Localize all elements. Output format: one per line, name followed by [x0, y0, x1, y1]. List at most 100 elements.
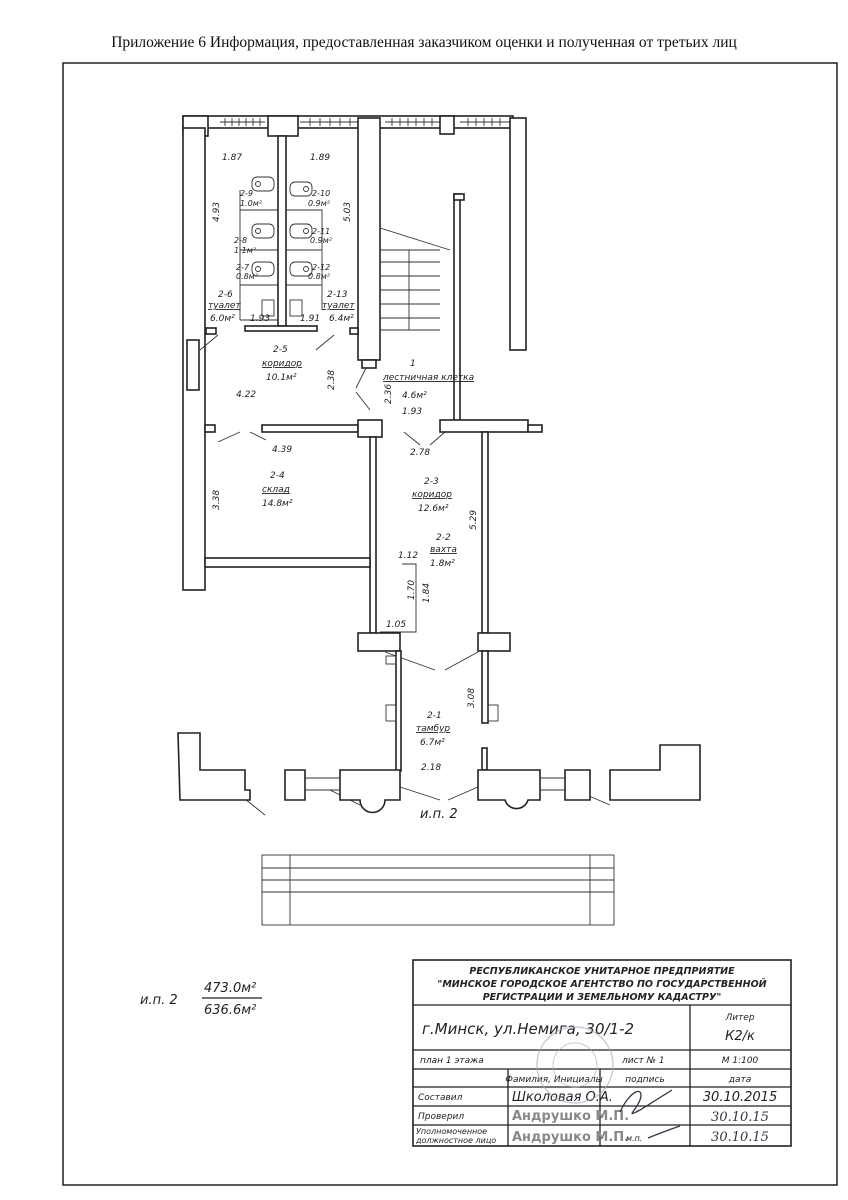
entrance-steps	[261, 854, 615, 926]
svg-text:К2/к: К2/к	[725, 1029, 755, 1044]
address: г.Минск, ул.Немига, 30/1-2	[422, 1020, 634, 1038]
official-stamp	[536, 1026, 614, 1104]
svg-text:6.4м²: 6.4м²	[329, 314, 354, 324]
svg-text:2-5: 2-5	[273, 345, 288, 355]
svg-text:6.0м²: 6.0м²	[210, 314, 235, 324]
svg-text:2-4: 2-4	[270, 471, 285, 481]
svg-text:2.36: 2.36	[384, 384, 394, 404]
cabin-labels: 2-91.0м² 2-81.1м² 2-70.8м² 2-100.9м² 2-1…	[234, 189, 333, 281]
svg-text:0.9м²: 0.9м²	[308, 199, 331, 208]
svg-text:1.93: 1.93	[250, 314, 270, 324]
room-2-3: 2-3 коридор 12.6м²	[412, 477, 452, 514]
svg-text:1.0м²: 1.0м²	[240, 199, 263, 208]
svg-text:30.10.15: 30.10.15	[711, 1110, 769, 1125]
svg-text:1.70: 1.70	[407, 580, 417, 600]
entrance-label: и.п. 2	[420, 807, 458, 822]
svg-text:м.п.: м.п.	[626, 1134, 642, 1143]
document-header: Приложение 6 Информация, предоставленная…	[111, 34, 737, 51]
svg-text:Андрушко М.П.: Андрушко М.П.	[512, 1109, 629, 1124]
svg-text:Фамилия, Инициалы: Фамилия, Инициалы	[505, 1075, 602, 1085]
svg-text:2-2: 2-2	[436, 533, 451, 543]
svg-text:коридор: коридор	[412, 490, 452, 500]
svg-text:2-7: 2-7	[236, 263, 250, 272]
svg-text:вахта: вахта	[430, 545, 457, 555]
toilet-fixtures	[251, 176, 313, 317]
svg-text:10.1м²: 10.1м²	[266, 373, 297, 383]
dimension-labels: 1.87 1.89 4.93 5.03 1.93 1.91 4.22 2.38 …	[212, 153, 479, 773]
svg-text:3.38: 3.38	[212, 490, 222, 510]
svg-text:РЕГИСТРАЦИИ И ЗЕМЕЛЬНОМУ КАДАС: РЕГИСТРАЦИИ И ЗЕМЕЛЬНОМУ КАДАСТРУ"	[483, 992, 722, 1003]
svg-text:1.89: 1.89	[310, 153, 330, 163]
svg-text:2-6: 2-6	[218, 290, 233, 300]
svg-text:Уполномоченное: Уполномоченное	[416, 1127, 487, 1136]
svg-text:1.05: 1.05	[386, 620, 406, 630]
svg-text:4.39: 4.39	[272, 445, 292, 455]
signature	[619, 1089, 681, 1139]
svg-text:2-13: 2-13	[327, 290, 348, 300]
title-block: РЕСПУБЛИКАНСКОЕ УНИТАРНОЕ ПРЕДПРИЯТИЕ "М…	[412, 959, 792, 1147]
svg-text:М 1:100: М 1:100	[722, 1056, 759, 1066]
svg-text:Составил: Составил	[418, 1093, 463, 1103]
svg-text:4.22: 4.22	[236, 390, 256, 400]
svg-text:подпись: подпись	[625, 1075, 665, 1085]
svg-text:14.8м²: 14.8м²	[262, 499, 293, 509]
area-summary: и.п. 2 473.0м² 636.6м²	[140, 981, 262, 1018]
svg-text:1.93: 1.93	[402, 407, 422, 417]
svg-text:дата: дата	[728, 1075, 752, 1085]
svg-text:5.29: 5.29	[469, 510, 479, 530]
svg-text:план 1 этажа: план 1 этажа	[420, 1056, 484, 1066]
svg-text:0.9м²: 0.9м²	[310, 236, 333, 245]
svg-text:30.10.15: 30.10.15	[711, 1130, 769, 1145]
svg-text:1.91: 1.91	[300, 314, 320, 324]
svg-text:РЕСПУБЛИКАНСКОЕ УНИТАРНОЕ ПРЕД: РЕСПУБЛИКАНСКОЕ УНИТАРНОЕ ПРЕДПРИЯТИЕ	[469, 966, 735, 977]
svg-text:2.18: 2.18	[421, 763, 441, 773]
svg-text:1.8м²: 1.8м²	[430, 559, 455, 569]
svg-text:коридор: коридор	[262, 359, 302, 369]
svg-text:лист № 1: лист № 1	[621, 1056, 665, 1066]
room-2-5: 2-5 коридор 10.1м²	[262, 345, 302, 383]
svg-text:3.08: 3.08	[467, 688, 477, 708]
svg-text:12.6м²: 12.6м²	[418, 504, 449, 514]
svg-text:лестничная клетка: лестничная клетка	[382, 373, 474, 383]
svg-text:2-8: 2-8	[234, 236, 247, 245]
svg-text:2-9: 2-9	[240, 189, 253, 198]
floor-plan	[177, 115, 701, 926]
svg-text:473.0м²: 473.0м²	[204, 981, 256, 996]
svg-text:Школовая О.А.: Школовая О.А.	[512, 1090, 613, 1105]
svg-text:2-10: 2-10	[312, 189, 330, 198]
svg-text:2.78: 2.78	[410, 448, 430, 458]
svg-text:1.12: 1.12	[398, 551, 418, 561]
svg-text:и.п. 2: и.п. 2	[140, 993, 178, 1008]
svg-text:1.84: 1.84	[422, 583, 432, 603]
svg-text:туалет: туалет	[208, 301, 241, 311]
svg-text:636.6м²: 636.6м²	[204, 1003, 256, 1018]
svg-text:4.93: 4.93	[212, 202, 222, 222]
svg-text:1.1м²: 1.1м²	[234, 246, 257, 255]
page-frame	[62, 62, 838, 1186]
svg-text:1.87: 1.87	[222, 153, 242, 163]
svg-text:2-11: 2-11	[312, 227, 330, 236]
room-2-1: 2-1 тамбур 6.7м²	[416, 711, 450, 748]
svg-text:туалет: туалет	[322, 301, 355, 311]
svg-text:6.7м²: 6.7м²	[420, 738, 445, 748]
staircase	[379, 227, 451, 331]
svg-text:4.6м²: 4.6м²	[402, 391, 427, 401]
svg-text:тамбур: тамбур	[416, 724, 450, 734]
svg-text:2-12: 2-12	[312, 263, 330, 272]
svg-text:2-3: 2-3	[424, 477, 439, 487]
room-2-2: 2-2 вахта 1.8м²	[430, 533, 457, 569]
svg-text:Андрушко М.П.: Андрушко М.П.	[512, 1130, 629, 1145]
svg-text:Литер: Литер	[724, 1013, 754, 1023]
svg-text:"МИНСКОЕ ГОРОДСКОЕ АГЕНТСТВО П: "МИНСКОЕ ГОРОДСКОЕ АГЕНТСТВО ПО ГОСУДАРС…	[437, 978, 766, 990]
svg-text:2.38: 2.38	[327, 370, 337, 390]
svg-text:0.8м²: 0.8м²	[308, 272, 331, 281]
svg-text:5.03: 5.03	[343, 202, 353, 222]
svg-text:2-1: 2-1	[427, 711, 442, 721]
svg-text:должностное лицо: должностное лицо	[415, 1136, 496, 1145]
